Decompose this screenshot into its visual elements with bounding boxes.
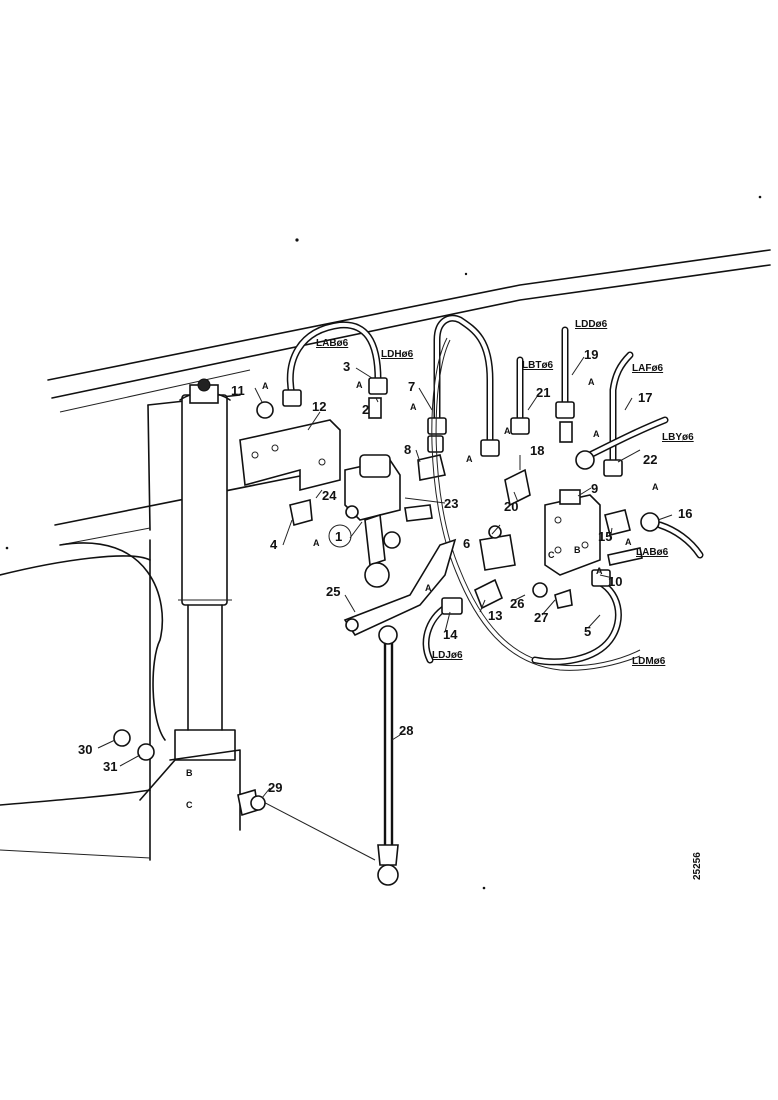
figure-id: 25256 — [692, 852, 703, 880]
callout-24: 24 — [322, 488, 337, 503]
mark-a-8: A — [652, 482, 659, 492]
label-lab-right: LABø6 — [636, 547, 669, 558]
bolt-29 — [237, 788, 266, 817]
label-lab-top: LABø6 — [316, 338, 349, 349]
callout-31: 31 — [103, 759, 117, 774]
leader-lines — [97, 356, 673, 799]
callout-29: 29 — [268, 780, 282, 795]
label-lbt: LBTø6 — [522, 360, 554, 371]
callout-1: 1 — [328, 524, 352, 548]
callout-7: 7 — [408, 379, 415, 394]
leveling-valve-body — [344, 454, 401, 588]
callout-11: 11 — [231, 383, 245, 398]
callout-10: 10 — [608, 574, 622, 589]
distributor-block — [479, 525, 516, 571]
callout-14: 14 — [443, 627, 458, 642]
callout-6: 6 — [463, 536, 470, 551]
callout-16: 16 — [678, 506, 692, 521]
nut-30 — [113, 729, 131, 747]
callout-2: 2 — [362, 402, 369, 417]
svg-text:1: 1 — [335, 529, 342, 544]
callout-27: 27 — [534, 610, 548, 625]
callout-8: 8 — [404, 442, 411, 457]
callout-21: 21 — [536, 385, 550, 400]
label-laf: LAFø6 — [632, 363, 664, 374]
top-fittings — [282, 377, 623, 507]
label-ldd: LDDø6 — [575, 319, 608, 330]
callout-9: 9 — [591, 481, 598, 496]
mark-c-2: C — [548, 550, 555, 560]
callout-22: 22 — [643, 452, 657, 467]
mark-b-2: B — [574, 545, 581, 555]
callout-30: 30 — [78, 742, 92, 757]
callout-numbers: 1 2 3 4 5 6 7 8 9 10 11 12 13 14 15 16 1… — [78, 347, 692, 795]
long-return-hose — [431, 337, 641, 671]
callout-25: 25 — [326, 584, 340, 599]
mark-c-1: C — [186, 800, 193, 810]
callout-19: 19 — [584, 347, 598, 362]
callout-23: 23 — [444, 496, 458, 511]
callout-5: 5 — [584, 624, 591, 639]
label-ldm: LDMø6 — [632, 656, 666, 667]
label-ldj: LDJø6 — [432, 650, 463, 661]
air-spring-bellows — [0, 542, 166, 806]
callout-17: 17 — [638, 390, 652, 405]
mark-a-10: A — [425, 583, 432, 593]
mark-a-1: A — [262, 381, 269, 391]
mounting-bracket — [239, 419, 341, 492]
mark-a-4: A — [466, 454, 473, 464]
mark-a-12: A — [313, 538, 320, 548]
mark-a-11: A — [625, 537, 632, 547]
hose-lines-top — [286, 314, 669, 464]
lower-fittings — [289, 498, 660, 615]
mark-a-5: A — [504, 426, 511, 436]
scan-specks — [5, 195, 762, 890]
callout-3: 3 — [343, 359, 350, 374]
lever-arm — [343, 538, 457, 637]
mark-a-9: A — [596, 566, 603, 576]
callout-28: 28 — [399, 723, 413, 738]
linkage-rod — [249, 625, 399, 886]
nut-11 — [256, 401, 274, 419]
callout-12: 12 — [312, 399, 326, 414]
line-labels: LABø6 LDHø6 LDDø6 LBTø6 LAFø6 LBYø6 LABø… — [316, 319, 694, 667]
relay-valve — [544, 489, 601, 576]
mark-a-2: A — [356, 380, 363, 390]
label-lby: LBYø6 — [662, 432, 694, 443]
callout-20: 20 — [504, 499, 518, 514]
callout-4: 4 — [270, 537, 278, 552]
mark-b-1: B — [186, 768, 193, 778]
label-ldh-top: LDHø6 — [381, 349, 414, 360]
shock-absorber — [139, 378, 241, 831]
nut-31 — [137, 743, 155, 761]
mark-a-6: A — [588, 377, 595, 387]
mark-a-3: A — [410, 402, 417, 412]
callout-13: 13 — [488, 608, 502, 623]
mark-a-7: A — [593, 429, 600, 439]
callout-15: 15 — [598, 529, 612, 544]
connection-marks: A A A A A A A A A A A A B B C C — [186, 377, 659, 810]
callout-18: 18 — [530, 443, 544, 458]
callout-26: 26 — [510, 596, 524, 611]
